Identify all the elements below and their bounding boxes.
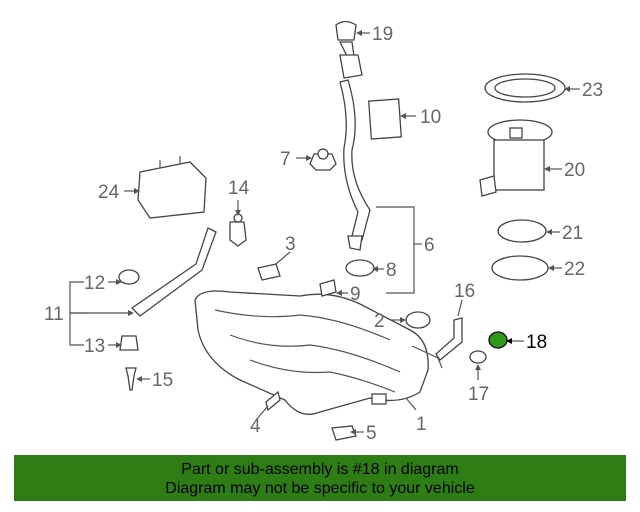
part-5 xyxy=(331,425,357,441)
part-3 xyxy=(257,263,281,281)
callout-15: 15 xyxy=(152,370,173,391)
callout-5: 5 xyxy=(366,423,377,444)
callout-14: 14 xyxy=(228,178,250,199)
callout-3: 3 xyxy=(285,234,296,255)
seal-21 xyxy=(497,219,547,243)
callout-4: 4 xyxy=(250,416,261,437)
callout-24: 24 xyxy=(98,182,120,203)
info-banner: Part or sub-assembly is #18 in diagram D… xyxy=(14,455,626,501)
callout-2: 2 xyxy=(374,311,385,332)
washer-17 xyxy=(469,350,487,364)
seal-22 xyxy=(491,255,549,281)
banner-line-2: Diagram may not be specific to your vehi… xyxy=(165,480,475,497)
strap xyxy=(130,227,217,317)
callout-22: 22 xyxy=(564,259,585,280)
lock-ring xyxy=(484,73,566,103)
parts-diagram: 19 10 7 23 20 21 22 24 14 3 12 11 13 15 … xyxy=(44,20,603,444)
callout-11: 11 xyxy=(44,304,64,325)
callout-18: 18 xyxy=(526,332,547,353)
cap-part xyxy=(335,20,357,41)
callout-21: 21 xyxy=(562,223,583,244)
part-9 xyxy=(319,279,337,297)
callout-20: 20 xyxy=(564,160,585,181)
grommet-13 xyxy=(119,335,139,351)
module-part xyxy=(137,156,207,219)
clip-14 xyxy=(229,213,247,247)
callout-13: 13 xyxy=(84,336,105,357)
arrow-heads xyxy=(116,30,570,435)
callout-1: 1 xyxy=(416,414,427,435)
filler-pipe xyxy=(338,41,371,251)
callout-17: 17 xyxy=(468,384,489,405)
callout-12: 12 xyxy=(84,273,105,294)
callout-23: 23 xyxy=(582,80,603,101)
callout-7: 7 xyxy=(280,149,291,170)
callout-10: 10 xyxy=(420,107,441,128)
highlighted-part-18 xyxy=(488,331,508,349)
bracket-16 xyxy=(435,317,463,361)
part-2 xyxy=(405,311,431,329)
callout-19: 19 xyxy=(372,24,393,45)
part-8 xyxy=(345,259,375,277)
banner-line-1: Part or sub-assembly is #18 in diagram xyxy=(181,461,459,478)
pad-part xyxy=(368,98,402,140)
bumper-12 xyxy=(118,269,140,285)
callout-8: 8 xyxy=(386,260,397,281)
callout-16: 16 xyxy=(454,281,475,302)
nut-part xyxy=(309,148,337,171)
fuel-tank xyxy=(194,290,443,415)
callout-6: 6 xyxy=(424,235,435,256)
screw-15 xyxy=(125,367,137,391)
fuel-pump xyxy=(479,119,553,197)
callout-9: 9 xyxy=(350,284,361,305)
